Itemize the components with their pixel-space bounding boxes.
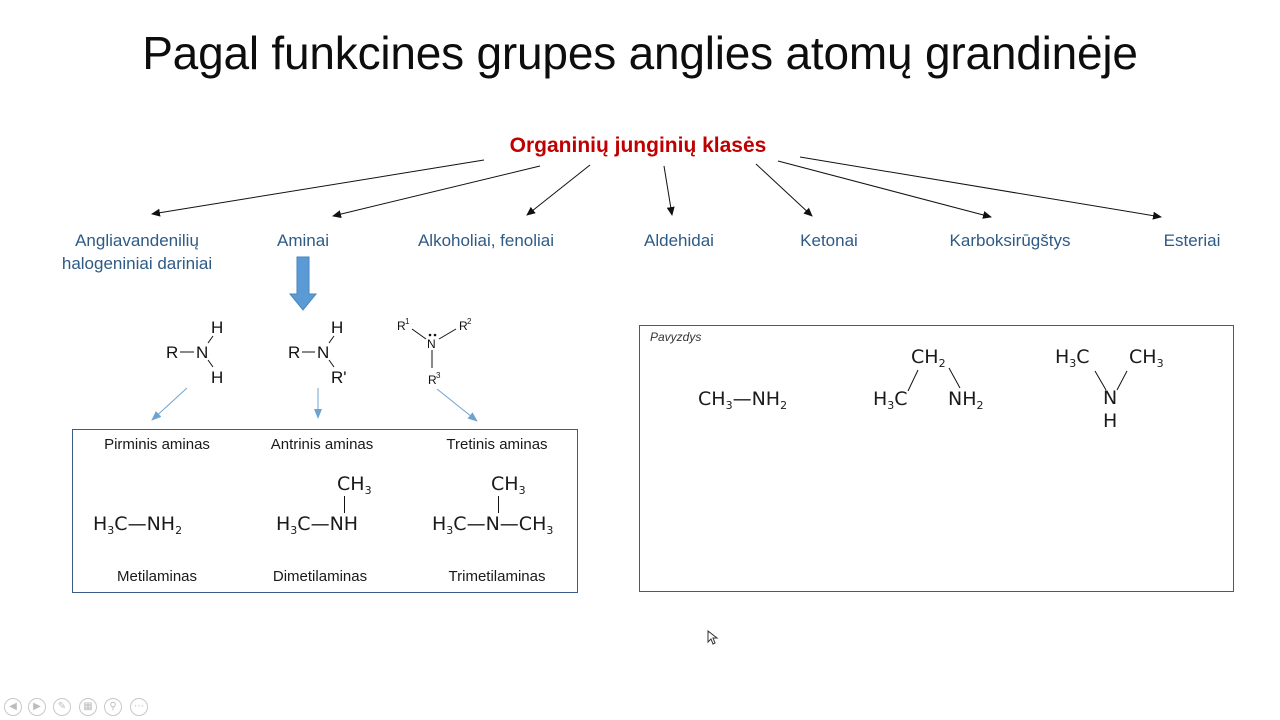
trimethylamine-formula: H3C—N—CH3 (432, 513, 554, 537)
tertiary-amine-generic: R 1 R 2 N R 3 (397, 317, 472, 387)
svg-text:N: N (317, 343, 329, 362)
connector-line (663, 165, 675, 216)
methylamine-example: CH3—NH2 (698, 388, 788, 412)
down-arrow-icon (288, 256, 318, 311)
secondary-amine-label: Antrinis aminas (270, 436, 374, 453)
category-carboxylic-acids: Karboksirūgštys (949, 231, 1071, 250)
small-arrow (151, 387, 188, 421)
primary-amine-label: Pirminis aminas (104, 436, 210, 453)
trimethylamine-methyl-group: CH3 (491, 473, 526, 497)
svg-text:H: H (211, 368, 223, 387)
dimethylamine-methyl-group: CH3 (337, 473, 372, 497)
dimethylamine-right-ch3: CH3 (1129, 346, 1164, 370)
pen-icon[interactable]: ✎ (53, 698, 71, 716)
dimethylamine-name: Dimetilaminas (272, 568, 368, 585)
category-esters: Esteriai (1163, 231, 1221, 250)
dimethylamine-formula: H3C—NH (276, 513, 359, 537)
category-alcohols-phenols: Alkoholiai, fenoliai (417, 231, 555, 250)
trimethylamine-name: Trimetilaminas (448, 568, 546, 585)
connector-line (151, 159, 485, 217)
more-icon[interactable]: ⋯ (130, 698, 148, 716)
zoom-icon[interactable]: ⚲ (104, 698, 122, 716)
primary-amine-generic: R N H H (166, 318, 223, 387)
secondary-amine-generic: R N H R' (288, 318, 347, 387)
example-bonds (907, 367, 1128, 392)
connector-line (777, 160, 992, 219)
svg-text:R: R (288, 343, 300, 362)
ethylamine-ch3: H3C (873, 388, 908, 412)
category-aldehydes: Aldehidai (644, 231, 714, 250)
root-node: Organinių junginių klasės (509, 134, 767, 157)
ethylamine-nh2: NH2 (948, 388, 984, 412)
svg-text:R': R' (331, 368, 347, 387)
bond-line (498, 496, 499, 513)
svg-text:N: N (196, 343, 208, 362)
svg-text:H: H (211, 318, 223, 337)
category-amines: Aminai (277, 231, 329, 250)
svg-text:R: R (459, 319, 468, 333)
connector-line (526, 164, 591, 216)
tertiary-amine-label: Tretinis aminas (446, 436, 548, 453)
next-icon[interactable]: ▶ (28, 698, 46, 716)
small-arrow (436, 388, 478, 422)
dimethylamine-h: H (1103, 410, 1118, 432)
example-box: Pavyzdys CH3—NH2 CH2 H3C NH2 H3C CH3 N H (639, 325, 1234, 592)
mouse-cursor-icon (707, 630, 719, 645)
methylamine-name: Metilaminas (116, 568, 198, 585)
connector-line (799, 156, 1162, 220)
bond-line (344, 496, 345, 513)
connector-line (755, 163, 813, 217)
category-halogen-derivatives: Angliavandenilių halogeniniai dariniai (61, 231, 213, 273)
methylamine-formula: H3C—NH2 (93, 513, 183, 537)
slides-icon[interactable]: ▦ (79, 698, 97, 716)
connector-line (332, 165, 541, 219)
svg-text:2: 2 (467, 317, 472, 326)
svg-text:3: 3 (436, 371, 441, 380)
svg-text:R: R (428, 373, 437, 387)
category-ketones: Ketonai (800, 231, 858, 250)
svg-text:R: R (397, 319, 406, 333)
example-label: Pavyzdys (650, 330, 702, 344)
dimethylamine-n: N (1103, 387, 1118, 409)
dimethylamine-left-ch3: H3C (1055, 346, 1090, 370)
svg-text:N: N (427, 337, 436, 351)
slide-title: Pagal funkcines grupes anglies atomų gra… (142, 27, 1138, 79)
svg-text:H: H (331, 318, 343, 337)
ethylamine-ch2: CH2 (911, 346, 946, 370)
amine-types-box: Pirminis aminas Antrinis aminas Tretinis… (72, 429, 578, 593)
svg-text:1: 1 (405, 317, 410, 326)
prev-icon[interactable]: ◀ (4, 698, 22, 716)
svg-text:R: R (166, 343, 178, 362)
